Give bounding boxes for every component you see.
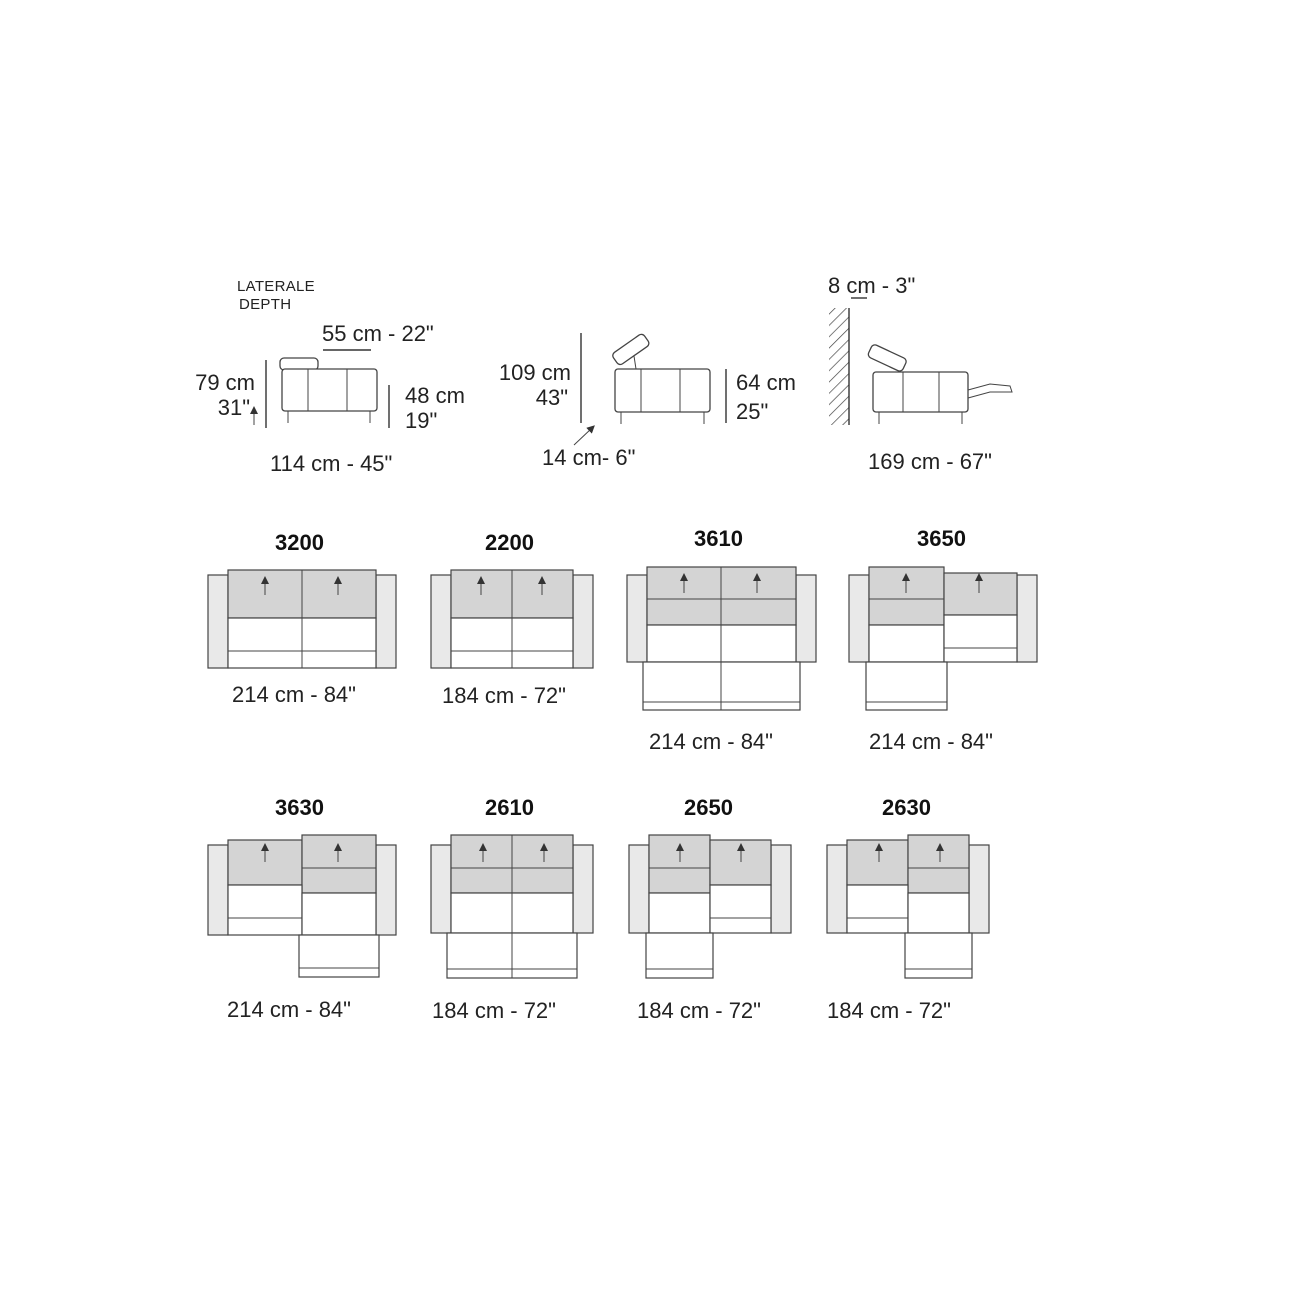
raised-headrest-shape [612, 333, 650, 366]
headrest-shape [279, 357, 319, 371]
depth-caption-line1: LATERALE [237, 278, 315, 295]
model-code-3650: 3650 [917, 526, 966, 551]
plan-3650[interactable] [848, 566, 1038, 711]
model-code-2200: 2200 [485, 530, 534, 555]
plan-2610[interactable] [430, 834, 594, 979]
model-size-3630: 214 cm - 84" [227, 997, 351, 1022]
headrest-width-label: 55 cm - 22" [322, 321, 434, 346]
depth-caption-line2: DEPTH [239, 296, 292, 313]
plan-2630[interactable] [826, 834, 990, 979]
sofa-side-body [281, 368, 378, 412]
model-size-3650: 214 cm - 84" [869, 729, 993, 754]
reclined-headrest-shape [867, 344, 907, 372]
side-view-reclined [829, 297, 1013, 425]
arm-height-in-label: 25" [736, 399, 769, 424]
sofa-side-body [872, 371, 969, 413]
model-code-3630: 3630 [275, 795, 324, 820]
seat-height-in-label: 19" [405, 408, 438, 433]
model-code-3200: 3200 [275, 530, 324, 555]
height-cm-label: 79 cm [195, 370, 255, 395]
model-code-2650: 2650 [684, 795, 733, 820]
plan-3610[interactable] [626, 566, 817, 711]
model-size-2200: 184 cm - 72" [442, 683, 566, 708]
height-in-label: 31" [217, 395, 250, 420]
plan-2200[interactable] [430, 569, 594, 669]
model-size-2630: 184 cm - 72" [827, 998, 951, 1023]
side-view-raised-headrest [573, 333, 727, 446]
wall-clearance-label: 8 cm - 3" [828, 273, 916, 298]
plan-3630[interactable] [207, 834, 397, 978]
raised-height-cm-label: 109 cm [498, 360, 571, 385]
side-view-depth [250, 349, 390, 428]
model-code-2610: 2610 [485, 795, 534, 820]
footrest-extended [967, 383, 1013, 399]
model-size-3200: 214 cm - 84" [232, 682, 356, 707]
headrest-lift-label: 14 cm- 6" [542, 445, 636, 470]
model-code-2630: 2630 [882, 795, 931, 820]
model-code-3610: 3610 [694, 526, 743, 551]
wall-hatch-icon [829, 308, 849, 425]
raised-height-in-label: 43" [535, 385, 568, 410]
seat-height-cm-label: 48 cm [405, 383, 465, 408]
depth-label: 114 cm - 45" [270, 451, 393, 476]
arrow-icon [573, 425, 595, 446]
plan-3200[interactable] [207, 569, 397, 669]
model-size-2650: 184 cm - 72" [637, 998, 761, 1023]
sofa-side-body [614, 368, 711, 413]
model-size-2610: 184 cm - 72" [432, 998, 556, 1023]
model-size-3610: 214 cm - 84" [649, 729, 773, 754]
plan-2650[interactable] [628, 834, 792, 979]
reclined-depth-label: 169 cm - 67" [868, 449, 992, 474]
arm-height-cm-label: 64 cm [736, 370, 796, 395]
